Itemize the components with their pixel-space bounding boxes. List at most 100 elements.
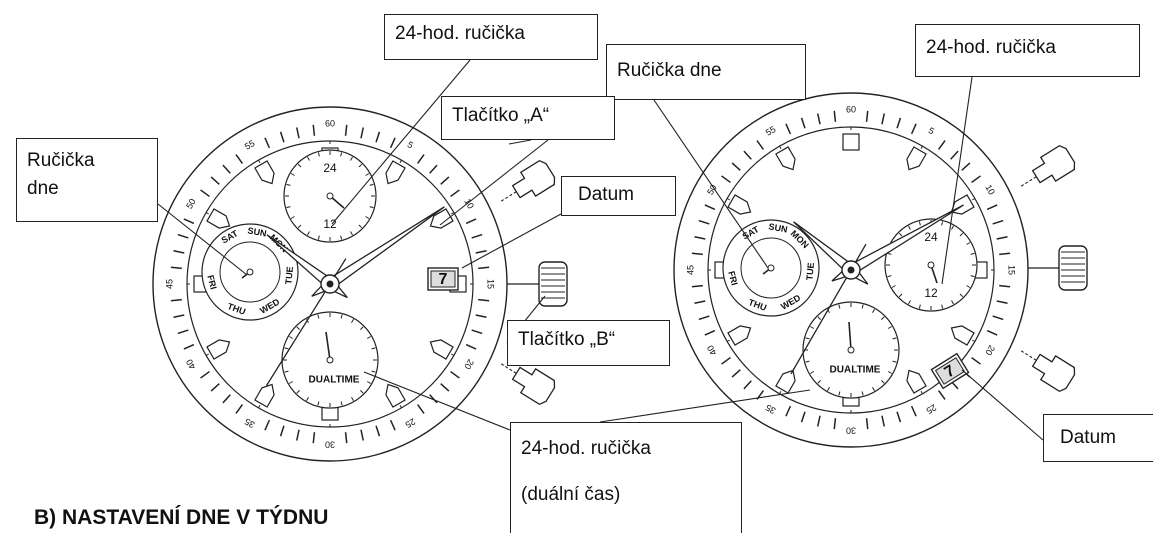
right-bezel-tick [743,380,752,390]
left-24h-hand-pivot [326,192,334,200]
left-subdial-24h-tick [307,156,310,161]
section-heading: B) NASTAVENÍ DNE V TÝDNU [34,506,329,529]
left-bezel-number: 25 [403,416,417,430]
left-subdial-24h-tick [286,206,291,209]
right-bezel-tick [986,329,998,336]
left-bezel-number: 15 [486,279,496,289]
right-bezel-tick [817,113,821,125]
label-button-b: Tlačítko „B“ [507,320,670,366]
right-subdial-24h-tick [959,232,964,237]
label-day-hand-top-text: Ručička dne [617,60,722,81]
right-bezel-tick [698,219,710,225]
left-bezel-number: 30 [325,440,335,450]
right-bezel-tick [910,405,917,417]
right-dial-tick [726,198,731,201]
right-bezel-tick [999,252,1011,256]
left-subdial-dual-tick [360,390,364,394]
right-pusher-body [1031,353,1076,393]
left-subdial-24h-12: 12 [323,217,337,231]
right-subdial-dual-tick [887,371,892,374]
left-hour-index [206,208,231,229]
right-subdial-dual-tick [881,380,885,384]
left-weekday-fri: FRI [205,274,218,291]
right-subdial-dual-tick [872,386,875,391]
right-bezel-tick [800,117,806,129]
left-subdial-24h-tick [369,206,374,209]
label-day-hand-left: Ručička dne [16,138,158,222]
left-subdial-24h-tick [317,152,320,157]
right-hour-index [950,325,975,346]
right-subdial-dual-tick [817,380,821,384]
left-bezel-tick [450,189,460,198]
left-bezel-number: 10 [462,197,476,211]
left-bezel-tick [279,131,285,143]
right-weekday-fri: FRI [726,270,739,287]
leader-day-hand-left [157,203,248,276]
right-dial-tick [779,390,782,395]
left-dial-tick [205,353,210,356]
left-bezel-number: 45 [164,279,174,289]
left-bezel-tick [344,124,348,136]
left-bezel-tick [475,314,487,318]
right-subdial-24h-tick [966,242,971,245]
right-hour-index [906,146,927,171]
leader-date-right [961,369,1044,441]
left-hour-index [254,160,275,185]
left-hour-index [429,339,454,360]
right-subdial-dual-tick [892,360,897,363]
left-bezel-number: 5 [406,139,415,150]
left-crown [538,261,568,307]
left-weekday-sun: SUN [247,225,267,238]
left-bezel-tick [389,137,396,149]
left-bezel-tick [360,127,364,139]
left-subdial-24h-tick [340,152,343,157]
right-subdial-24h-tick [941,221,944,226]
left-bezel-tick [222,164,231,174]
left-bezel-tick [173,250,185,254]
right-subdial-dual-tick [838,391,841,396]
label-day-hand-top: Ručička dne [606,44,806,100]
right-subdial-24h-12: 12 [924,286,938,300]
left-bezel-tick [375,131,381,143]
left-bezel-tick [312,432,316,444]
left-subdial-24h-tick [365,173,370,176]
right-weekday-sun: SUN [768,221,788,234]
label-24h-hand-dual-line1: 24-hod. ručička [521,438,651,459]
label-date-left: Datum [561,176,676,216]
label-24h-hand-right: 24-hod. ručička [915,24,1140,77]
right-bezel-tick [731,162,741,171]
right-bezel-number: 45 [685,265,695,275]
left-dial-tick [258,159,261,164]
left-bezel-tick [416,154,425,164]
right-bezel-tick [937,140,946,150]
right-date-window-inner [934,357,966,385]
left-dial-tick [258,404,261,409]
right-pusher-stem [1020,350,1037,361]
right-bezel-number: 60 [846,104,856,114]
right-bezel-tick [910,123,917,135]
right-subdial-24h-tick [918,304,921,309]
left-bezel-number: 20 [462,357,476,371]
right-bezel-tick [937,390,946,400]
left-bezel-tick [312,124,316,136]
right-bezel-number: 20 [983,343,997,357]
left-subdial-dual-tick [371,370,376,373]
right-subdial-24h-tick [887,275,892,278]
label-button-a: Tlačítko „A“ [441,96,615,140]
left-subdial-dual-tick [360,326,364,330]
right-bezel-number: 5 [927,125,936,136]
right-bezel-tick [961,162,971,171]
right-dial-tick [971,198,976,201]
left-subdial-24h-tick [369,183,374,186]
left-bezel-tick [200,370,210,379]
right-dual-hand-pivot [847,346,855,354]
right-crown [1058,245,1088,291]
right-subdial-24h-tick [951,225,954,230]
right-dial-tick [971,339,976,342]
left-day-hand-pivot [246,268,254,276]
right-bezel-tick [896,117,902,129]
leader-24h-hand-dual-left [363,371,511,431]
left-date-value: 7 [439,271,448,288]
right-bezel-tick [992,219,1004,225]
leader-day-hand-top [653,99,769,269]
